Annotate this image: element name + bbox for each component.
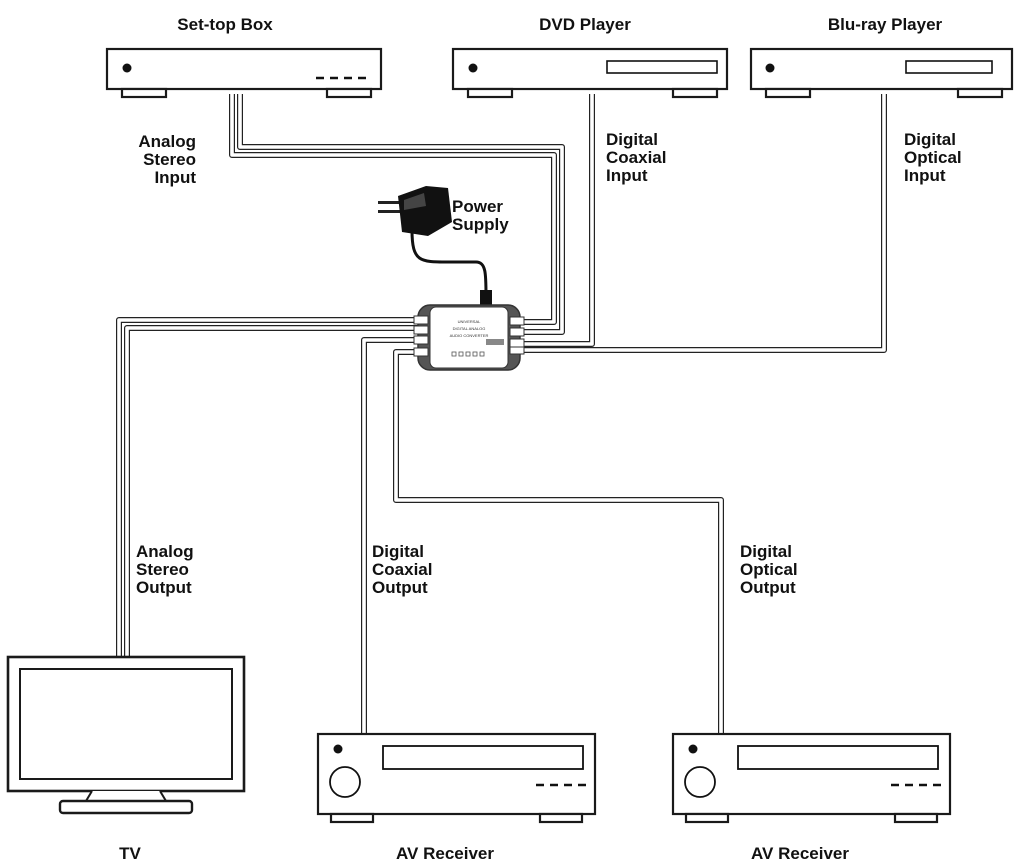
label-tv: TV [119, 844, 141, 863]
svg-text:AUDIO CONVERTER: AUDIO CONVERTER [450, 333, 489, 338]
bluray-player [749, 47, 1014, 99]
label-av-receiver-right: AV Receiver [751, 844, 849, 863]
audio-converter-device: UNIVERSAL DIGITAL ANALOG AUDIO CONVERTER [413, 304, 525, 371]
av-receiver-right [671, 732, 952, 824]
converter-ports-right [509, 316, 525, 355]
cable-analog-stereo-input [229, 94, 565, 335]
label-analog-stereo-input: Analog Stereo Input [138, 132, 196, 187]
cable-analog-stereo-output [116, 317, 418, 657]
label-analog-stereo-output: Analog Stereo Output [136, 542, 194, 597]
converter-ports-left [413, 315, 429, 357]
power-adapter-icon [378, 186, 452, 236]
label-digital-coaxial-input: Digital Coaxial Input [606, 130, 667, 185]
tv [6, 655, 246, 815]
svg-text:DIGITAL ANALOG: DIGITAL ANALOG [453, 326, 486, 331]
cable-digital-optical-input [520, 94, 887, 353]
label-digital-optical-output: Digital Optical Output [740, 542, 798, 597]
set-top-box [105, 47, 383, 99]
label-set-top-box: Set-top Box [177, 15, 273, 34]
cable-digital-optical-output [393, 349, 724, 734]
cable-digital-coaxial-input [520, 94, 595, 347]
dvd-player [451, 47, 729, 99]
av-receiver-left [316, 732, 597, 824]
label-dvd-player: DVD Player [539, 15, 631, 34]
label-av-receiver-left: AV Receiver [396, 844, 494, 863]
label-bluray-player: Blu-ray Player [827, 15, 943, 34]
label-digital-coaxial-output: Digital Coaxial Output [372, 542, 433, 597]
cable-digital-coaxial-output [361, 337, 418, 734]
label-digital-optical-input: Digital Optical Input [904, 130, 962, 185]
power-supply [378, 186, 492, 308]
label-power-supply: Power Supply [452, 197, 509, 234]
svg-text:UNIVERSAL: UNIVERSAL [458, 319, 481, 324]
